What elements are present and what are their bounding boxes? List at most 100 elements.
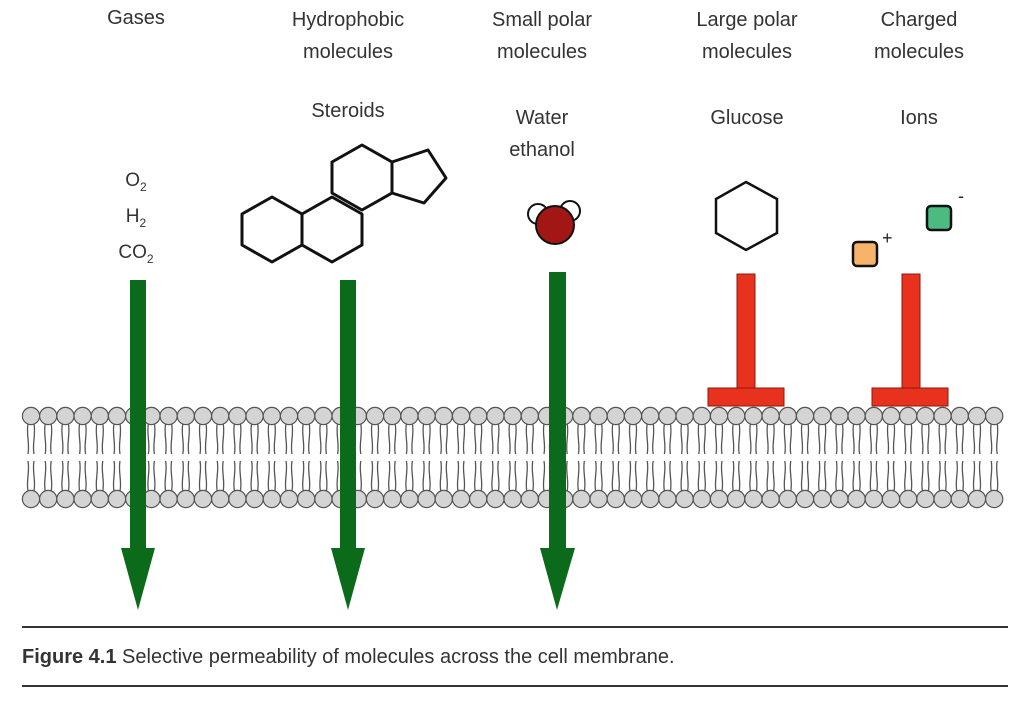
lipid-tails	[989, 423, 999, 492]
lipid-head	[761, 489, 780, 509]
lipid-tails	[886, 423, 896, 492]
lipid-tails	[663, 423, 672, 492]
lipid-head	[365, 406, 385, 426]
lipid-tails	[697, 423, 707, 492]
lipid-head	[847, 489, 866, 509]
lipid-head	[520, 489, 540, 509]
lipid-head	[658, 489, 677, 509]
lipid-tails	[43, 423, 53, 492]
lipid-head	[778, 489, 798, 509]
lipid-head	[90, 489, 110, 509]
lipid-head	[692, 406, 712, 426]
lipid-tails	[78, 423, 87, 492]
lipid-tails	[869, 423, 879, 492]
lipid-head	[744, 489, 763, 509]
lipid-head	[950, 489, 970, 509]
block-symbols	[707, 273, 949, 407]
lipid-head	[245, 489, 264, 509]
lipid-head	[623, 406, 643, 426]
lipid-head	[727, 406, 746, 426]
lipid-head	[709, 489, 729, 509]
figure-number: Figure 4.1	[22, 646, 117, 668]
pass-arrows	[121, 272, 575, 610]
lipid-tails	[800, 423, 810, 492]
lipid-tails	[370, 423, 380, 492]
lipid-head	[486, 489, 505, 509]
lipid-tails	[422, 423, 431, 492]
lipid-head	[606, 489, 626, 509]
ion-negative-sign: -	[958, 186, 964, 206]
lipid-head	[778, 406, 798, 426]
steroid-structure-icon	[240, 143, 448, 264]
lipid-head	[38, 406, 58, 426]
lipid-head	[38, 489, 58, 509]
lipid-head	[727, 489, 746, 509]
lipid-tails	[267, 423, 277, 492]
pass-arrow-small-polar	[540, 272, 575, 610]
lipid-head	[916, 406, 935, 426]
lipid-tails	[817, 423, 827, 492]
gas-formula-h2: H2	[125, 205, 147, 230]
lipid-tails	[439, 423, 449, 492]
lipid-head	[383, 406, 402, 426]
label-gases: Gases	[107, 7, 165, 29]
caption-top-rule	[22, 626, 1008, 628]
lipid-tails	[903, 423, 913, 492]
negative-ion-icon	[925, 204, 953, 232]
lipid-head	[21, 489, 41, 509]
lipid-head	[297, 406, 316, 426]
lipid-tails	[921, 423, 930, 492]
lipid-head	[193, 489, 213, 509]
lipid-head	[56, 489, 75, 509]
lipid-head	[847, 406, 866, 426]
lipid-tails	[233, 423, 242, 492]
water-molecule-icon	[527, 200, 581, 245]
lipid-tails	[577, 423, 586, 492]
label-large-polar: Large polar molecules	[696, 9, 798, 63]
lipid-head	[245, 406, 264, 426]
lipid-head	[864, 489, 884, 509]
lipid-tails	[164, 423, 173, 492]
lipid-head	[417, 489, 436, 509]
lipid-head	[950, 406, 970, 426]
lipid-head	[486, 406, 505, 426]
lipid-tails	[405, 423, 414, 492]
lipid-tails	[215, 423, 225, 492]
label-hydrophobic: Hydrophobic molecules	[291, 9, 405, 63]
lipid-head	[210, 489, 230, 509]
lipid-head	[795, 406, 815, 426]
lipid-tails	[147, 423, 156, 492]
lipid-head	[606, 406, 626, 426]
lipid-head	[90, 406, 110, 426]
lipid-tails	[594, 423, 603, 492]
positive-ion-icon	[851, 240, 879, 268]
caption-bottom-rule	[22, 685, 1008, 687]
lipid-tails	[680, 423, 689, 492]
ion-positive-sign: +	[882, 228, 893, 248]
lipid-head	[761, 406, 780, 426]
lipid-tails	[95, 423, 105, 492]
lipid-tails	[473, 423, 483, 492]
glucose-ring-icon	[714, 180, 779, 252]
lipid-head	[641, 489, 660, 509]
lipid-head	[572, 489, 591, 509]
lipid-tails	[26, 423, 36, 492]
lipid-head	[985, 406, 1004, 426]
lipid-tails	[852, 423, 861, 492]
lipid-tails	[112, 423, 122, 492]
lipid-head	[899, 489, 918, 509]
lipid-head	[830, 489, 849, 509]
lipid-head	[21, 406, 41, 426]
label-charged: Charged molecules	[873, 9, 965, 63]
lipid-head	[262, 489, 281, 509]
lipid-head	[985, 489, 1004, 509]
gas-formula-co2: CO2	[118, 241, 154, 266]
lipid-tails	[508, 423, 517, 492]
lipid-tails	[783, 423, 793, 492]
lipid-head	[193, 406, 213, 426]
lipid-head	[641, 406, 660, 426]
lipid-tails	[938, 423, 947, 492]
lipid-head	[314, 489, 333, 509]
example-steroids: Steroids	[311, 100, 385, 122]
